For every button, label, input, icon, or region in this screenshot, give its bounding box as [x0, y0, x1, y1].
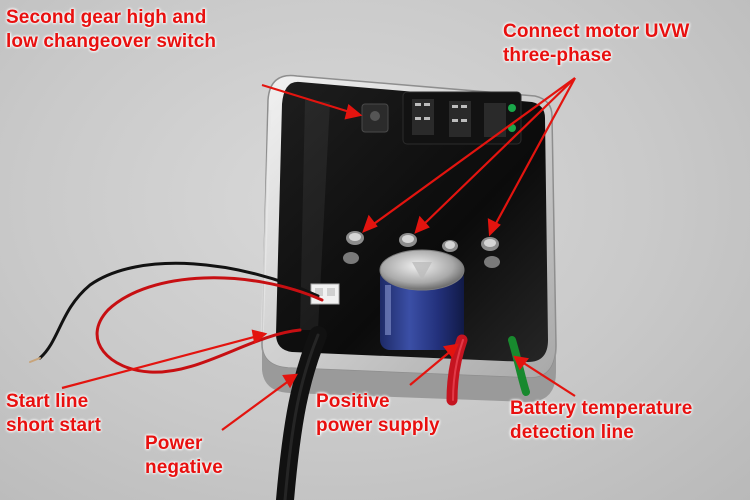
capacitor [379, 249, 465, 350]
uvw-screws [343, 231, 500, 268]
label-start-line: Start line short start [6, 390, 101, 438]
label-motor-uvw-line1: Connect motor UVW [503, 21, 690, 42]
label-power-negative-line2: negative [145, 457, 223, 478]
label-power-negative: Power negative [145, 432, 223, 480]
label-motor-uvw: Connect motor UVW three-phase [503, 20, 689, 68]
label-battery-temp-line1: Battery temperature [510, 398, 693, 419]
label-gear-switch: Second gear high and low changeover swit… [6, 6, 216, 54]
label-gear-switch-line1: Second gear high and [6, 7, 207, 28]
black-panel [276, 81, 548, 362]
annotation-arrows [61, 77, 576, 431]
label-motor-uvw-line2: three-phase [503, 45, 612, 66]
label-positive-supply-line1: Positive [316, 391, 390, 412]
label-battery-temp: Battery temperature detection line [510, 397, 692, 445]
three-phase-terminal-block [402, 91, 522, 145]
label-start-line-line1: Start line [6, 391, 89, 412]
gear-switch [361, 103, 389, 133]
label-gear-switch-line2: low changeover switch [6, 31, 217, 52]
label-battery-temp-line2: detection line [510, 422, 634, 443]
label-start-line-line2: short start [6, 415, 102, 436]
label-power-negative-line1: Power [145, 433, 203, 454]
label-positive-supply-line2: power supply [316, 415, 440, 436]
label-positive-supply: Positive power supply [316, 390, 440, 438]
